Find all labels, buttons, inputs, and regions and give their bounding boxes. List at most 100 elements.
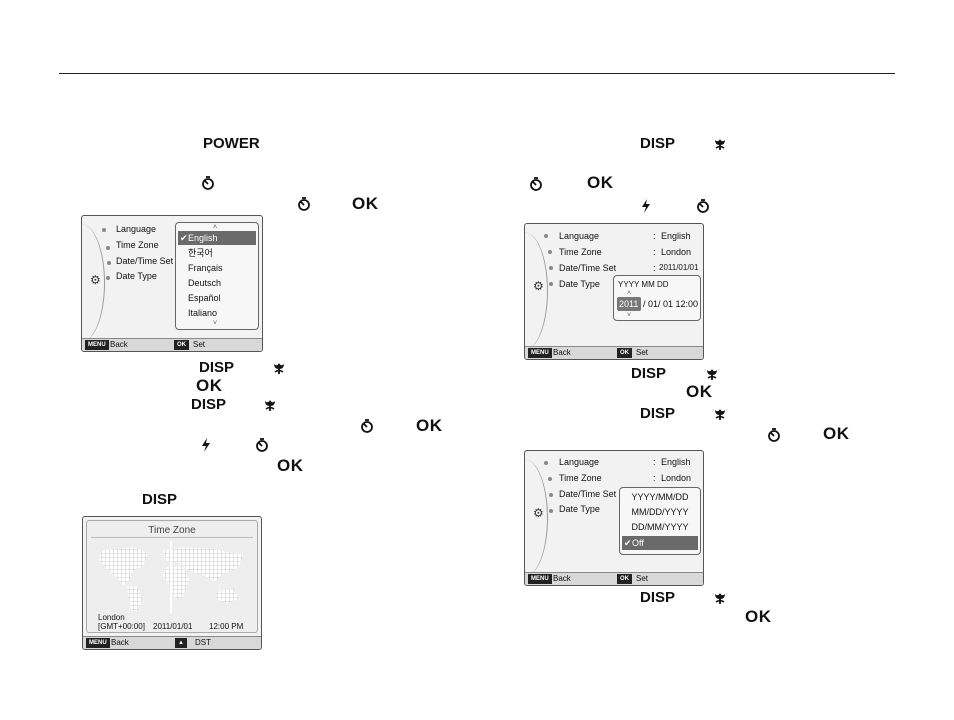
gear-icon: ⚙ — [533, 279, 544, 293]
gmt-offset: [GMT+00:00] — [98, 622, 145, 631]
check-icon: ✔ — [180, 233, 188, 243]
timer-icon — [256, 438, 268, 452]
increase-icon[interactable]: ˄ — [627, 290, 632, 297]
set-label: Set — [193, 340, 206, 349]
time-zone-title: Time Zone — [148, 525, 196, 536]
menu-item-date-type[interactable]: Date Type — [116, 271, 157, 281]
menu-item-time-zone[interactable]: Time Zone — [559, 247, 602, 257]
screen-bottom-bar: MENU Back OK Set — [525, 346, 703, 359]
date-type-dropdown: YYYY/MM/DD MM/DD/YYYY DD/MM/YYYY ✔Off — [619, 487, 701, 555]
disp-key-label: DISP — [631, 365, 667, 382]
gear-icon: ⚙ — [533, 506, 544, 520]
colon: : — [653, 263, 656, 273]
language-value: English — [661, 457, 691, 467]
menu-dot — [106, 276, 110, 280]
disp-key-label: DISP — [640, 405, 676, 422]
menu-item-date-time-set[interactable]: Date/Time Set — [559, 489, 617, 499]
date-type-option[interactable]: DD/MM/YYYY — [631, 522, 689, 532]
timer-icon — [697, 199, 709, 213]
title-divider — [91, 537, 253, 538]
menu-dot — [549, 509, 553, 513]
menu-dot — [106, 246, 110, 250]
ok-key-label: OK — [196, 376, 223, 395]
language-option[interactable]: Français — [188, 263, 223, 273]
menu-item-date-type[interactable]: Date Type — [559, 504, 600, 514]
language-value: English — [661, 231, 691, 241]
language-option[interactable]: Deutsch — [188, 278, 222, 288]
language-option[interactable]: Italiano — [188, 308, 218, 318]
ok-button-tag[interactable]: OK — [617, 574, 632, 584]
menu-item-date-time-set[interactable]: Date/Time Set — [116, 256, 174, 266]
colon: : — [653, 247, 656, 257]
city-name: London — [98, 613, 125, 622]
back-label: Back — [111, 638, 129, 647]
menu-arc — [82, 224, 105, 342]
flash-icon — [642, 199, 650, 213]
colon: : — [653, 231, 656, 241]
menu-dot — [102, 228, 106, 232]
date-time-rest[interactable]: / 01/ 01 12:00 — [643, 299, 699, 309]
language-option[interactable]: Español — [188, 293, 221, 303]
time-zone-value: London — [661, 247, 692, 257]
world-map — [99, 541, 243, 613]
year-field-highlight[interactable] — [617, 297, 641, 311]
date-format-header: YYYY MM DD — [618, 280, 669, 289]
menu-item-time-zone[interactable]: Time Zone — [116, 240, 159, 250]
date-type-option[interactable]: ✔Off — [622, 536, 698, 550]
menu-item-language[interactable]: Language — [559, 231, 600, 241]
colon: : — [653, 473, 656, 483]
year-value[interactable]: 2011 — [619, 299, 639, 309]
menu-button-tag[interactable]: MENU — [528, 348, 552, 358]
menu-arc — [525, 232, 548, 350]
menu-dot — [549, 493, 553, 497]
menu-item-time-zone[interactable]: Time Zone — [559, 473, 602, 483]
menu-dot — [544, 461, 548, 465]
language-dropdown: ˄ ✔English 한국어 Français Deutsch Español … — [175, 222, 259, 330]
ok-button-tag[interactable]: OK — [174, 340, 189, 350]
ok-key-label: OK — [587, 173, 614, 192]
back-label: Back — [553, 574, 571, 583]
menu-button-tag[interactable]: MENU — [85, 340, 109, 350]
menu-dot — [549, 266, 553, 270]
ok-key-label: OK — [686, 382, 713, 401]
language-option[interactable]: 한국어 — [188, 248, 213, 258]
camera-screen-date-time-set: ⚙ Language Time Zone Date/Time Set Date … — [524, 223, 704, 360]
tz-time: 12:00 PM — [209, 622, 244, 631]
disp-key-label: DISP — [191, 396, 227, 413]
macro-icon — [715, 139, 725, 150]
menu-button-tag[interactable]: MENU — [528, 574, 552, 584]
date-type-option[interactable]: MM/DD/YYYY — [631, 507, 689, 517]
power-key-label: POWER — [203, 135, 260, 152]
gear-icon: ⚙ — [90, 273, 101, 287]
flash-icon — [202, 438, 210, 452]
map-frame: Time Zone London [GMT+00:00] 2011/01/01 … — [86, 520, 258, 633]
menu-item-language[interactable]: Language — [559, 457, 600, 467]
ok-key-label: OK — [823, 424, 850, 443]
menu-item-date-type[interactable]: Date Type — [559, 279, 600, 289]
menu-dot — [549, 282, 553, 286]
screen-bottom-bar: MENU Back ▲ DST — [83, 636, 261, 649]
menu-item-language[interactable]: Language — [116, 224, 157, 234]
scroll-down-icon[interactable]: ˅ — [213, 320, 218, 327]
macro-icon — [274, 363, 284, 374]
menu-dot — [107, 261, 111, 265]
header-rule — [59, 73, 895, 74]
menu-dot — [544, 234, 548, 238]
screen-bottom-bar: MENU Back OK Set — [82, 338, 262, 351]
menu-item-date-time-set[interactable]: Date/Time Set — [559, 263, 617, 273]
timer-icon — [768, 428, 780, 442]
menu-button-tag[interactable]: MENU — [86, 638, 110, 648]
tz-date: 2011/01/01 — [153, 622, 193, 631]
decrease-icon[interactable]: ˅ — [627, 312, 632, 319]
timer-icon — [298, 197, 310, 211]
menu-arc — [525, 459, 548, 577]
macro-icon — [715, 409, 725, 420]
date-type-option[interactable]: YYYY/MM/DD — [631, 492, 689, 502]
ok-button-tag[interactable]: OK — [617, 348, 632, 358]
language-option[interactable]: ✔English — [178, 231, 256, 245]
ok-key-label: OK — [745, 607, 772, 626]
timer-icon — [202, 176, 214, 190]
scroll-up-icon[interactable]: ˄ — [213, 224, 218, 231]
up-arrow-icon[interactable]: ▲ — [175, 638, 187, 648]
ok-key-label: OK — [352, 194, 379, 213]
